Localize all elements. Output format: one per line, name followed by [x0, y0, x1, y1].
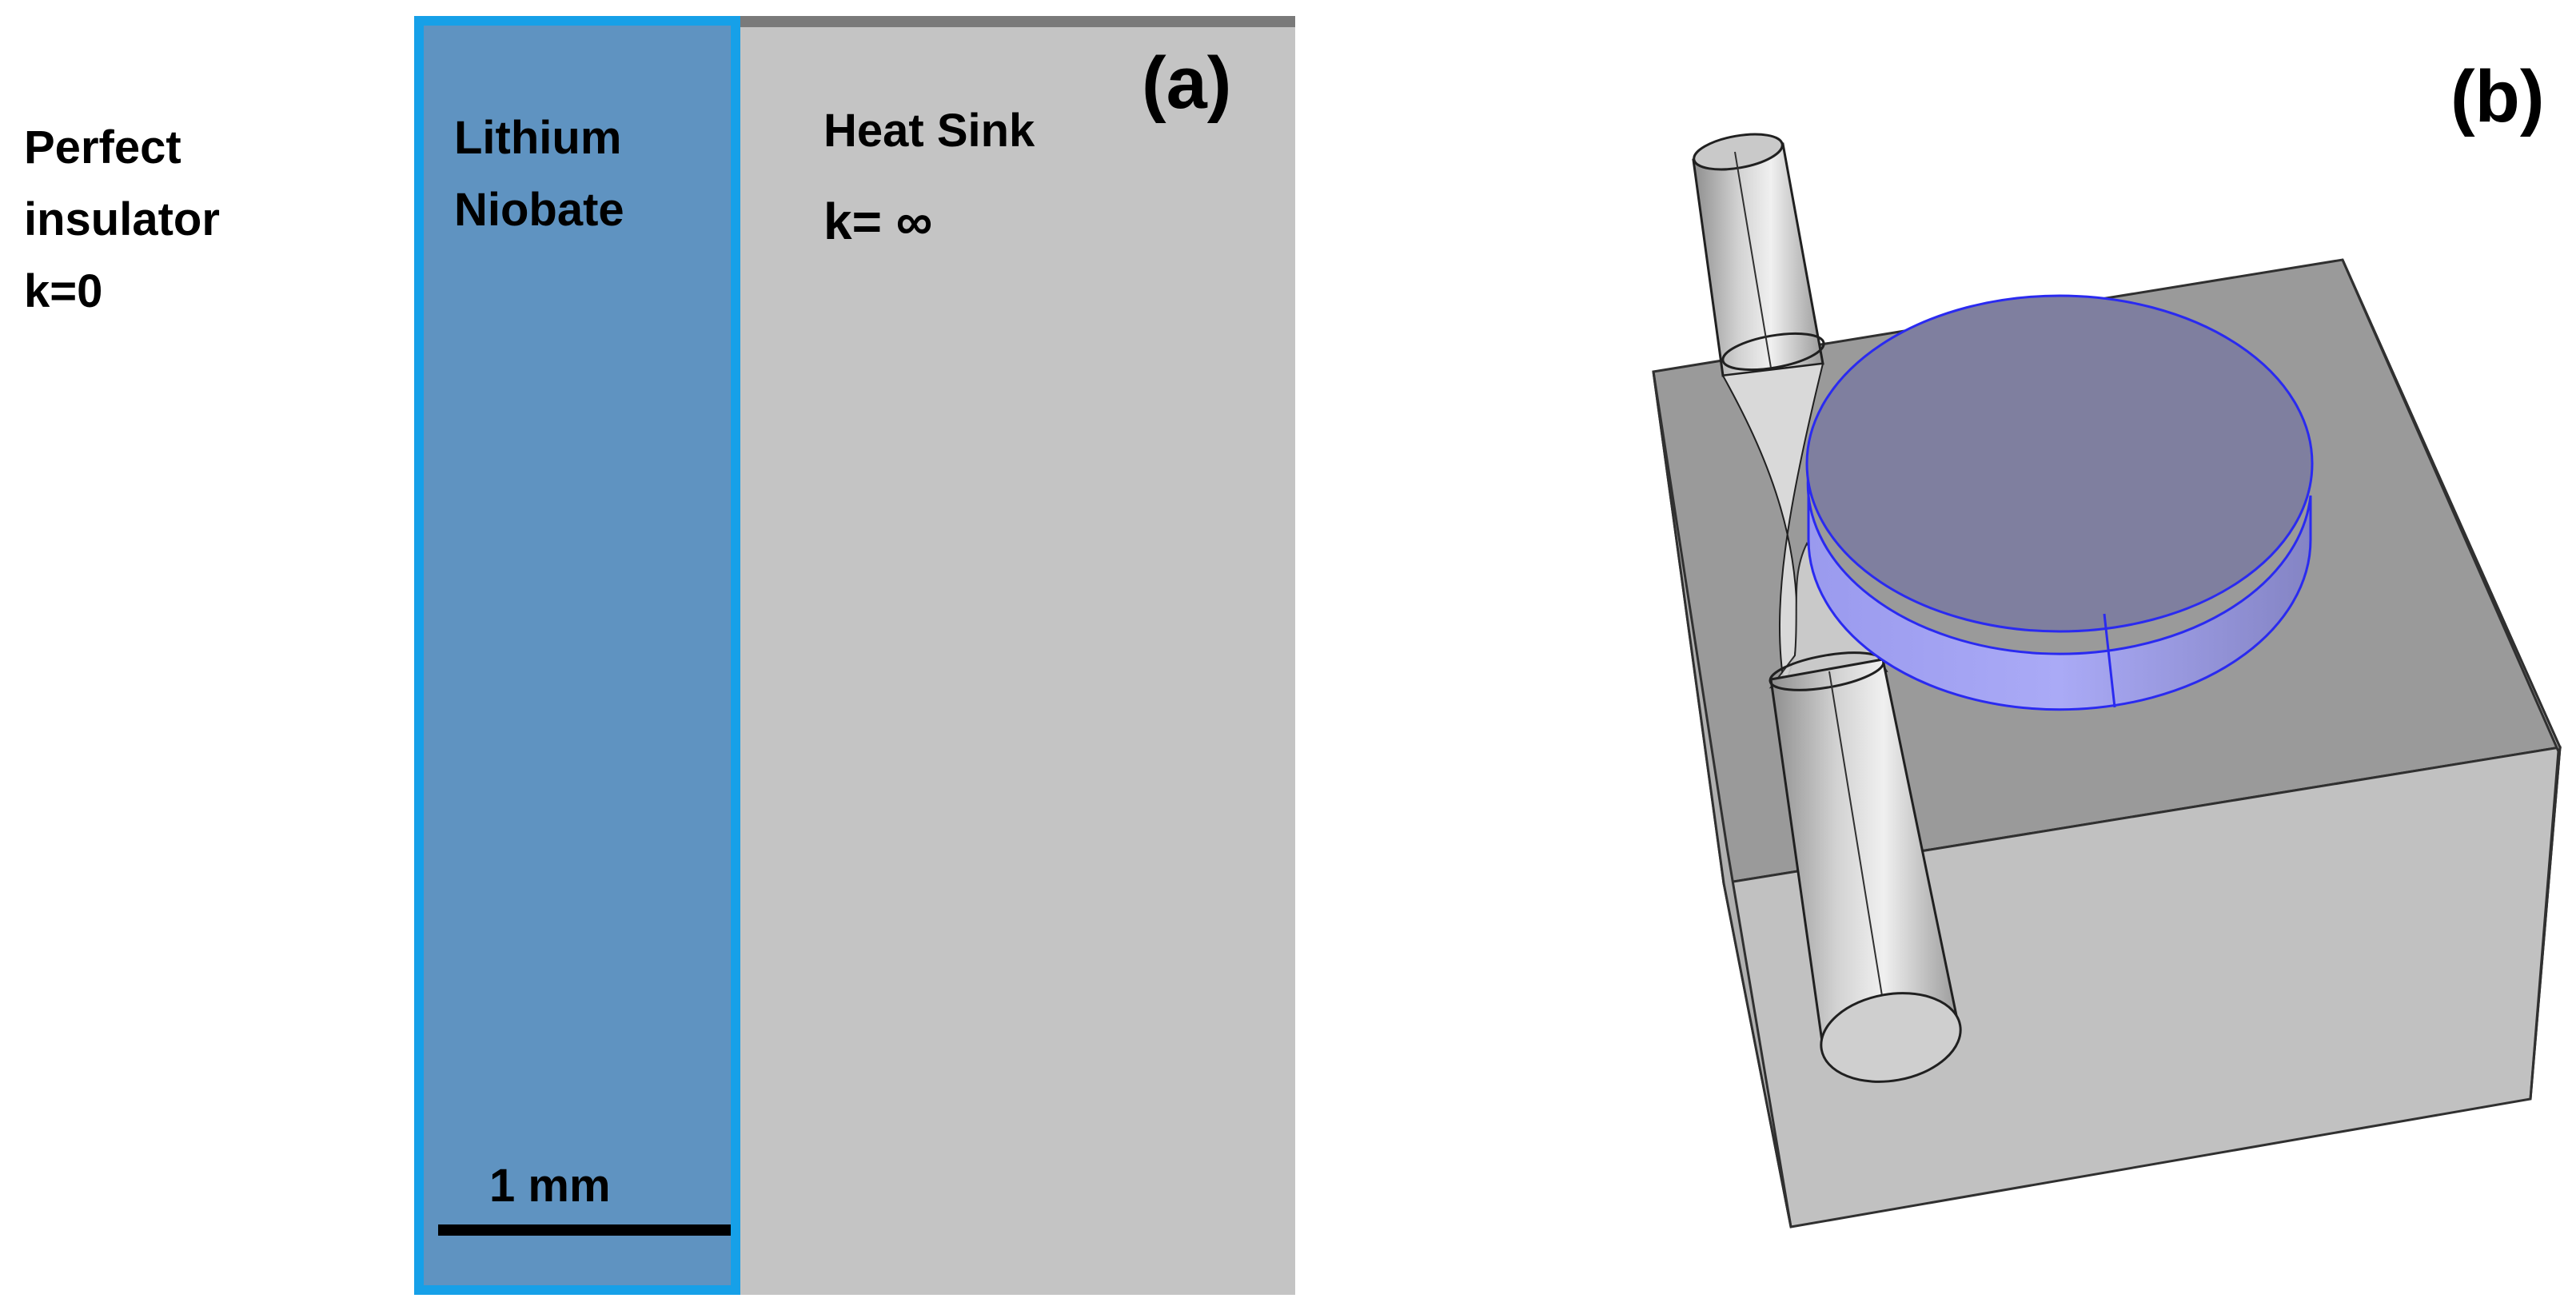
disk-resonator-seam [2103, 613, 2116, 708]
fiber-lower-end-cap [1820, 992, 1962, 1083]
panel-a-letter: (a) [1142, 42, 1232, 124]
fiber-upper-segment [1692, 142, 1824, 377]
lithium-niobate-label-line-1: Lithium [454, 112, 622, 164]
perfect-insulator-label: Perfect insulator k=0 [24, 112, 220, 328]
scale-bar [438, 1224, 731, 1236]
scale-bar-label: 1 mm [489, 1160, 611, 1212]
fiber-lower-centerline [1828, 671, 1889, 1036]
heat-sink-label: Heat Sink [823, 105, 1035, 157]
lithium-niobate-label: Lithium Niobate [454, 102, 624, 246]
insulator-label-line-1: Perfect [24, 121, 181, 173]
disk-resonator-top [1805, 294, 2314, 633]
panel-b-letter: (b) [2450, 56, 2545, 137]
fiber-upper-end-cap [1693, 133, 1784, 171]
lithium-niobate-label-line-2: Niobate [454, 184, 624, 236]
fiber-upper-ring [1721, 332, 1825, 372]
fiber-taper-lower [1769, 541, 1888, 689]
heat-sink-block-left-face [1652, 371, 1792, 1228]
heat-sink-conductivity-label: k= ∞ [823, 193, 933, 250]
insulator-label-line-2: insulator [24, 193, 220, 245]
lithium-niobate-region [414, 16, 740, 1295]
disk-resonator-side [1806, 471, 2312, 711]
panel-a: Perfect insulator k=0 Lithium Niobate He… [24, 16, 1295, 1295]
fiber-upper-centerline [1734, 151, 1772, 368]
insulator-label-line-3: k=0 [24, 265, 103, 317]
heat-sink-top-edge [740, 16, 1295, 27]
panel-b-3d-model [1652, 133, 2562, 1228]
heat-sink-block-right-face [2341, 259, 2562, 1100]
heat-sink-region [740, 16, 1295, 1295]
